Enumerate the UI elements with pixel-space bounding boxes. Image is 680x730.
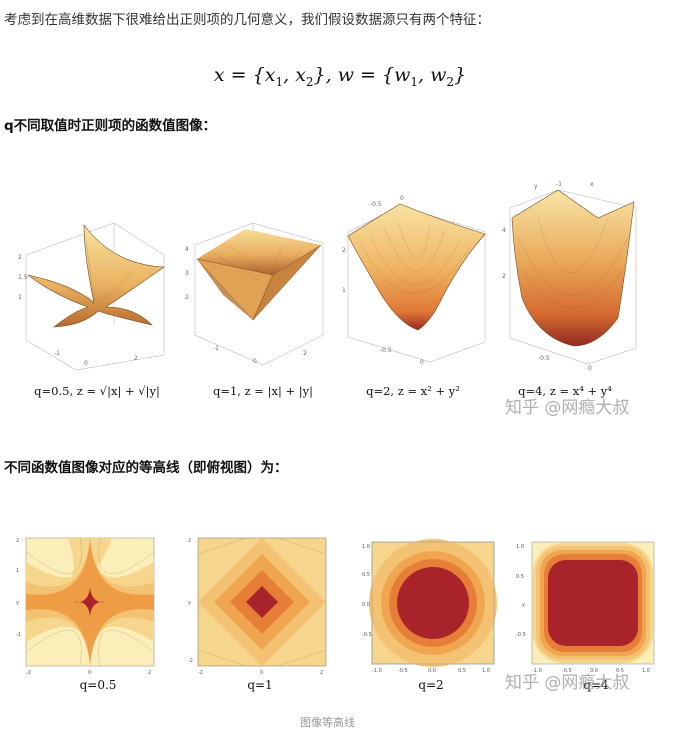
svg-text:-1.0: -1.0 bbox=[372, 668, 382, 674]
surfaces-heading: q不同取值时正则项的函数值图像： bbox=[4, 118, 217, 134]
surface-caption-q4: q=4, z = x⁴ + y⁴ bbox=[518, 384, 612, 398]
contour-plot-q1: 2 y -2 -2 0 2 bbox=[188, 537, 327, 676]
svg-text:y: y bbox=[16, 600, 19, 606]
svg-text:2: 2 bbox=[148, 670, 151, 676]
svg-text:1: 1 bbox=[342, 287, 346, 294]
svg-text:2: 2 bbox=[134, 355, 138, 362]
svg-text:2: 2 bbox=[320, 670, 323, 676]
svg-text:2: 2 bbox=[188, 538, 191, 544]
svg-text:-0.5: -0.5 bbox=[538, 355, 550, 362]
surface-plot-q1: 4 3 2 -1 0 2 bbox=[185, 222, 324, 366]
svg-text:0: 0 bbox=[588, 365, 592, 372]
svg-text:2: 2 bbox=[16, 538, 19, 544]
svg-text:1.5: 1.5 bbox=[18, 274, 28, 281]
svg-text:0: 0 bbox=[253, 358, 257, 365]
contours-heading: 不同函数值图像对应的等高线（即俯视图）为： bbox=[4, 460, 288, 476]
surface-plot-q05: 2 1.5 1 -1 0 2 bbox=[18, 222, 165, 371]
contour-plot-q05: 2 1 y -1 -2 0 2 bbox=[16, 537, 155, 676]
svg-text:0.5: 0.5 bbox=[616, 668, 624, 674]
svg-text:-1: -1 bbox=[213, 345, 219, 352]
svg-text:4: 4 bbox=[502, 227, 506, 234]
svg-text:1: 1 bbox=[18, 294, 22, 301]
svg-text:0.5: 0.5 bbox=[458, 668, 466, 674]
svg-text:3: 3 bbox=[185, 270, 189, 277]
figure-caption: 图像等高线 bbox=[300, 716, 355, 729]
svg-text:1.0: 1.0 bbox=[482, 668, 490, 674]
svg-text:0: 0 bbox=[88, 670, 91, 676]
svg-text:2: 2 bbox=[502, 273, 506, 280]
intro-text: 考虑到在高维数据下很难给出正则项的几何意义，我们假设数据源只有两个特征： bbox=[4, 12, 490, 28]
svg-text:2: 2 bbox=[18, 254, 22, 261]
zhihu-watermark-bottom: 知乎 @网瘾大叔 bbox=[505, 673, 630, 693]
svg-text:0: 0 bbox=[260, 670, 263, 676]
feature-formula: x = {x1, x2}, w = {w1, w2} bbox=[213, 64, 467, 89]
svg-text:-1: -1 bbox=[16, 632, 21, 638]
svg-text:-0.5: -0.5 bbox=[398, 668, 408, 674]
svg-text:x: x bbox=[590, 181, 594, 188]
surface-plot-q2: -0.5 0 2 1 -0.5 0 bbox=[342, 195, 486, 366]
svg-text:0.0: 0.0 bbox=[590, 668, 598, 674]
svg-text:-2: -2 bbox=[26, 670, 31, 676]
svg-text:0: 0 bbox=[400, 195, 404, 202]
svg-text:-0.5: -0.5 bbox=[380, 347, 392, 354]
contour-caption-q2: q=2 bbox=[418, 678, 444, 692]
svg-text:1.0: 1.0 bbox=[362, 544, 370, 550]
svg-text:y: y bbox=[522, 602, 525, 608]
svg-text:-2: -2 bbox=[198, 670, 203, 676]
contour-plot-q2: 1.0 0.5 0.0 -0.5 -1.0 -0.5 0.0 0.5 1.0 bbox=[362, 539, 497, 674]
svg-text:-0.5: -0.5 bbox=[370, 201, 382, 208]
surface-caption-q2: q=2, z = x² + y² bbox=[366, 384, 460, 398]
svg-text:2: 2 bbox=[342, 247, 346, 254]
svg-text:-0.5: -0.5 bbox=[516, 632, 526, 638]
surface-plot-q4: y -1 x 4 2 -0.5 0 bbox=[502, 181, 637, 372]
contour-plot-q4: 1.0 0.5 y -0.5 -1.0 -0.5 0.0 0.5 1.0 bbox=[516, 541, 655, 674]
svg-text:y: y bbox=[188, 600, 191, 606]
svg-text:4: 4 bbox=[185, 246, 189, 253]
svg-text:1: 1 bbox=[16, 568, 19, 574]
svg-text:-0.5: -0.5 bbox=[562, 668, 572, 674]
contour-caption-q1: q=1 bbox=[247, 678, 273, 692]
svg-text:0.0: 0.0 bbox=[362, 602, 370, 608]
svg-text:0: 0 bbox=[84, 360, 88, 367]
surface-caption-q05: q=0.5, z = √|x| + √|y| bbox=[34, 384, 160, 398]
svg-text:0.0: 0.0 bbox=[428, 668, 436, 674]
svg-text:-1: -1 bbox=[54, 350, 60, 357]
svg-text:-1: -1 bbox=[556, 181, 562, 188]
svg-text:0.5: 0.5 bbox=[362, 572, 370, 578]
svg-text:-0.5: -0.5 bbox=[362, 632, 372, 638]
surface-caption-q1: q=1, z = |x| + |y| bbox=[212, 384, 314, 398]
svg-text:-2: -2 bbox=[188, 658, 193, 664]
contour-caption-q05: q=0.5 bbox=[79, 678, 117, 692]
svg-text:y: y bbox=[534, 183, 538, 190]
svg-text:0.5: 0.5 bbox=[516, 574, 524, 580]
svg-text:2: 2 bbox=[303, 350, 307, 357]
svg-text:2: 2 bbox=[185, 294, 189, 301]
svg-text:0: 0 bbox=[420, 359, 424, 366]
zhihu-watermark: 知乎 @网瘾大叔 bbox=[505, 398, 630, 418]
contour-caption-q4: q=4 bbox=[583, 678, 609, 692]
svg-text:1.0: 1.0 bbox=[516, 544, 524, 550]
svg-text:1.0: 1.0 bbox=[642, 668, 650, 674]
svg-text:-1.0: -1.0 bbox=[532, 668, 542, 674]
